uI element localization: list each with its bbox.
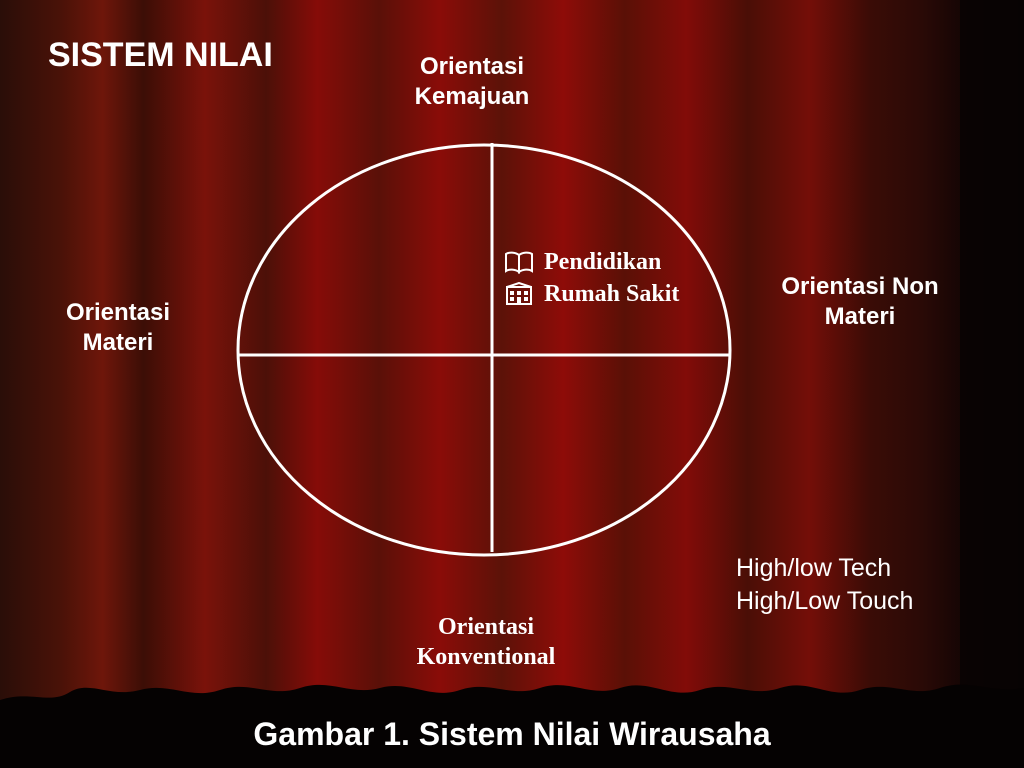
curtain-hem — [0, 684, 1024, 768]
tech-touch-note: High/low Tech High/Low Touch — [736, 554, 914, 615]
axis-label-left: Orientasi Materi — [65, 299, 171, 356]
axis-label-right: Orientasi Non Materi — [781, 273, 939, 330]
book-icon — [505, 251, 533, 274]
quadrant-diagram — [236, 143, 732, 557]
quadrant-item: Pendidikan — [504, 246, 679, 278]
quadrant-top-right-items: Pendidikan Rumah Sakit — [504, 246, 679, 310]
building-icon — [506, 282, 532, 305]
axis-label-bottom: Orientasi Konventional — [416, 614, 556, 670]
value-ellipse — [236, 143, 732, 557]
axis-label-top: Orientasi Kemajuan — [414, 53, 530, 110]
figure-caption: Gambar 1. Sistem Nilai Wirausaha — [253, 716, 771, 752]
quadrant-item: Rumah Sakit — [504, 278, 679, 310]
page-title: SISTEM NILAI — [48, 36, 273, 74]
